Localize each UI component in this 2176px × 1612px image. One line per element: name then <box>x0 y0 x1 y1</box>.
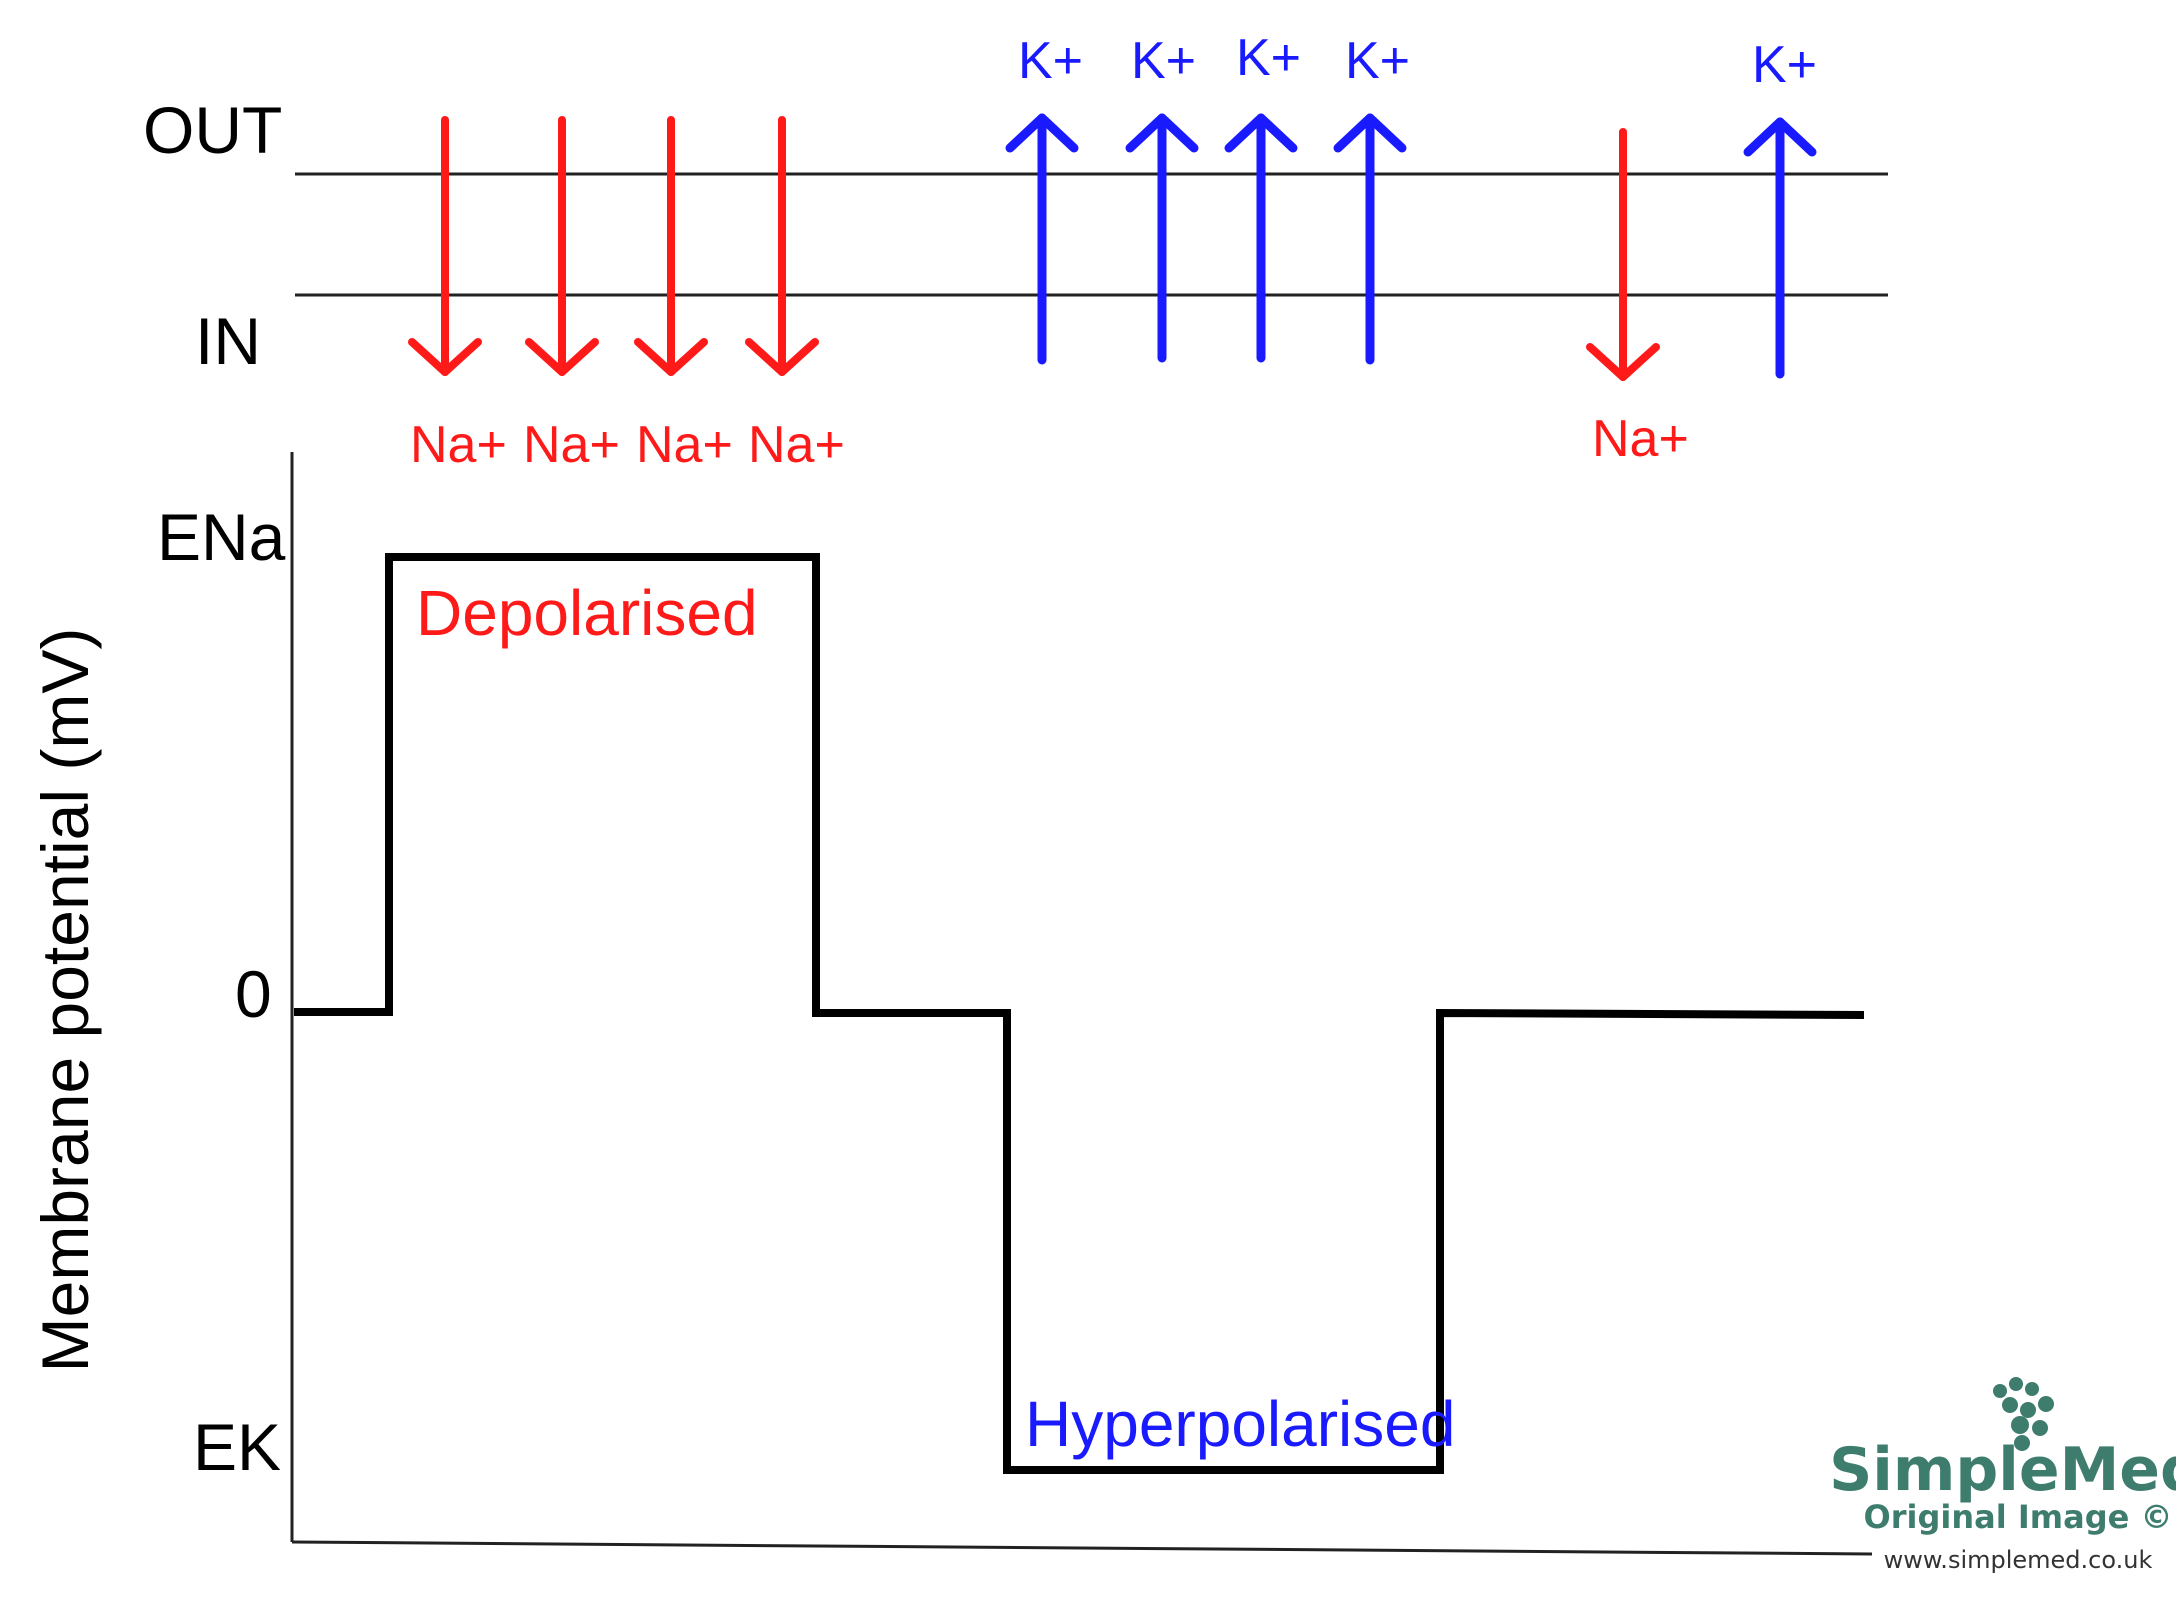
sodium-label: Na+ <box>748 416 845 474</box>
logo-name: SimpleMed <box>1829 1435 2176 1505</box>
potassium-arrow-up <box>1125 113 1199 363</box>
x-axis <box>291 1540 1873 1556</box>
potassium-arrow-up <box>1333 113 1407 365</box>
sodium-arrow-down <box>408 116 482 376</box>
sodium-label: Na+ <box>523 416 620 474</box>
sodium-arrow-down <box>634 116 708 376</box>
inside-label: IN <box>195 304 261 378</box>
potassium-label: K+ <box>1345 32 1410 90</box>
potassium-label: K+ <box>1752 36 1817 94</box>
potassium-arrow-up <box>1743 117 1817 379</box>
sodium-influx-group: Na+ Na+ Na+ Na+ <box>408 116 845 474</box>
potassium-efflux-group: K+ K+ K+ K+ <box>1005 29 1410 365</box>
potassium-arrow-up <box>1224 113 1298 363</box>
potassium-label: K+ <box>1018 32 1083 90</box>
logo-url: www.simplemed.co.uk <box>1884 1546 2153 1574</box>
y-axis-title: Membrane potential (mV) <box>28 628 102 1373</box>
membrane-potential-trace <box>294 553 1865 1474</box>
outside-label: OUT <box>143 93 282 167</box>
y-tick-zero: 0 <box>235 957 272 1031</box>
membrane-potential-graph: ENa 0 EK Membrane potential (mV) Depolar… <box>28 452 1873 1556</box>
sodium-arrow-down <box>525 116 599 376</box>
resting-exchange-group: Na+ K+ <box>1586 36 1817 468</box>
y-tick-ena: ENa <box>157 500 286 574</box>
sodium-label: Na+ <box>636 416 733 474</box>
sodium-label: Na+ <box>410 416 507 474</box>
sodium-arrow-down <box>745 116 819 376</box>
potassium-label: K+ <box>1236 29 1301 87</box>
sodium-label: Na+ <box>1592 410 1689 468</box>
logo-subtitle: Original Image © <box>1864 1498 2173 1536</box>
sodium-arrow-down <box>1586 128 1660 381</box>
molecule-icon <box>1993 1377 2054 1451</box>
potassium-arrow-up <box>1005 113 1079 365</box>
simplemed-logo: SimpleMed Original Image © www.simplemed… <box>1829 1377 2176 1574</box>
depolarised-label: Depolarised <box>416 577 758 649</box>
hyperpolarised-label: Hyperpolarised <box>1025 1388 1455 1460</box>
y-tick-ek: EK <box>193 1410 281 1484</box>
potassium-label: K+ <box>1131 32 1196 90</box>
